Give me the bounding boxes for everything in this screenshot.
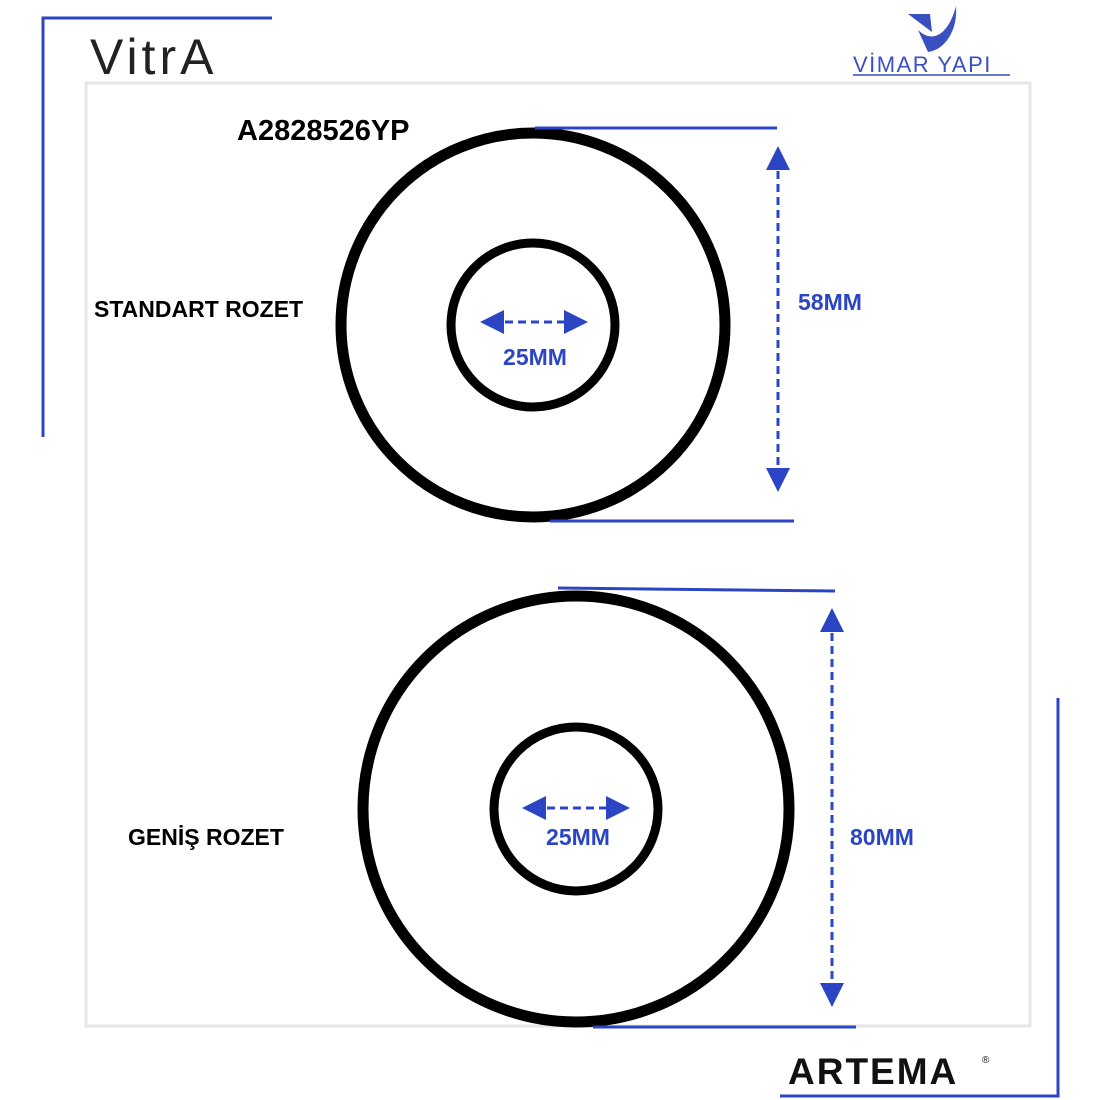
artema-registered-mark: ® <box>982 1055 990 1066</box>
vitra-logo: VitrA <box>90 29 217 85</box>
standard-outer-dimension: 58MM <box>798 289 862 315</box>
standard-inner-dimension: 25MM <box>503 344 567 370</box>
standard-rosette: STANDART ROZET 25MM 58MM <box>94 126 862 523</box>
standard-rosette-label: STANDART ROZET <box>94 296 303 322</box>
vimar-logo-text: VİMAR YAPI <box>853 52 992 77</box>
artema-logo: ARTEMA <box>788 1051 958 1092</box>
wide-outer-dimension: 80MM <box>850 824 914 850</box>
frame-corner-top-left <box>41 16 272 437</box>
standard-rosette-inner-ring <box>446 238 620 412</box>
wide-rosette: GENİŞ ROZET 25MM 80MM <box>128 586 914 1029</box>
vimar-logo-icon <box>908 6 957 52</box>
frame-corner-bottom-right <box>780 698 1060 1098</box>
wide-rosette-label: GENİŞ ROZET <box>128 824 284 850</box>
product-code: A2828526YP <box>237 115 410 147</box>
wide-rosette-inner-ring <box>489 722 663 896</box>
standard-rosette-outer-ring <box>335 127 731 523</box>
wide-inner-dimension: 25MM <box>546 824 610 850</box>
wide-extension-line-top <box>557 586 836 593</box>
wide-rosette-outer-ring <box>357 590 795 1028</box>
